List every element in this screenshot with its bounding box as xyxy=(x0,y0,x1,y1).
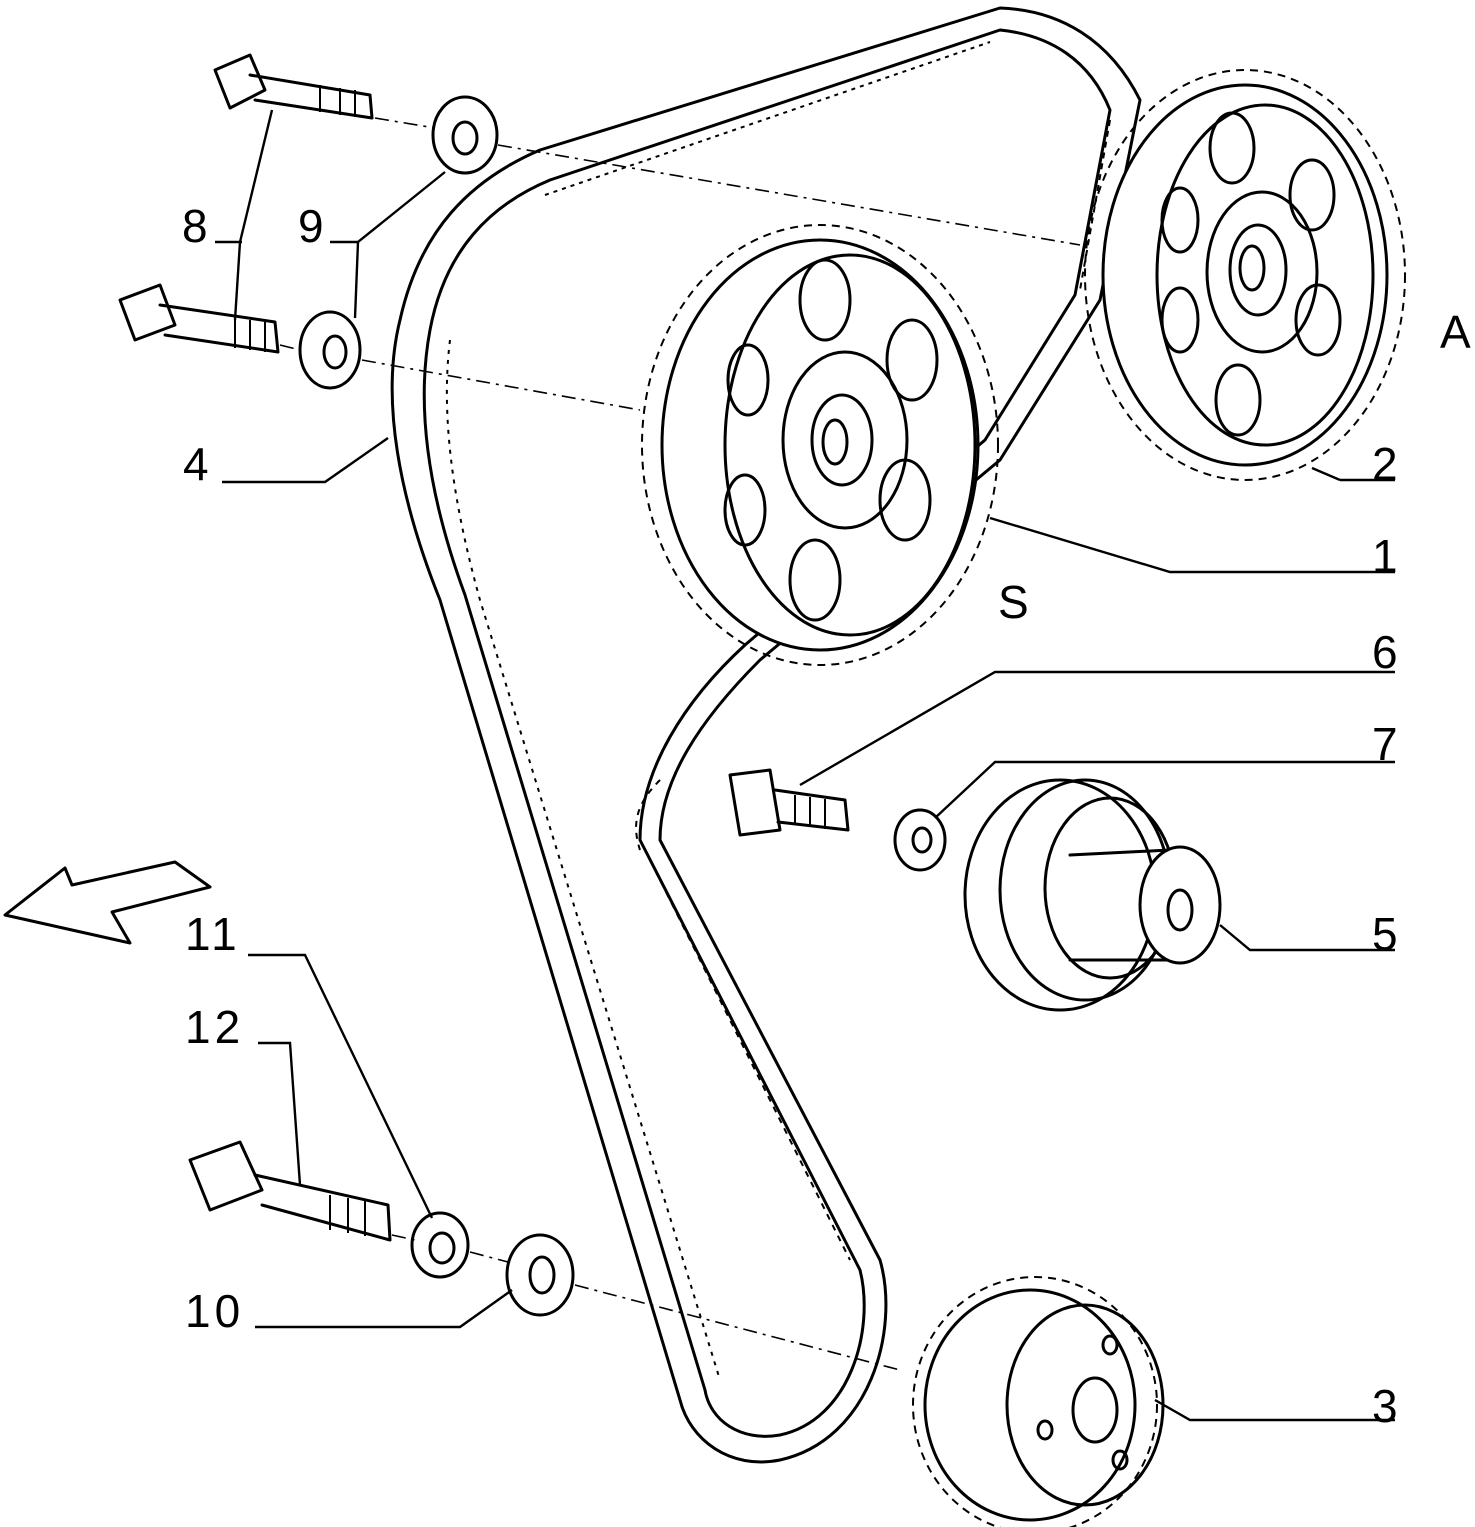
camshaft-pulley-bolt-upper xyxy=(213,53,374,120)
label-part-4: 4 xyxy=(183,438,213,490)
crankshaft-pulley-bolt xyxy=(188,1140,392,1242)
label-part-7: 7 xyxy=(1372,718,1402,770)
tensioner-bolt xyxy=(728,768,850,837)
timing-belt xyxy=(390,6,1142,1464)
crankshaft-lock-washer xyxy=(410,1211,470,1279)
label-part-2: 2 xyxy=(1372,438,1402,490)
camshaft-pulley-washer-lower xyxy=(298,310,362,390)
label-part-12: 12 xyxy=(185,1001,244,1053)
belt-tensioner xyxy=(963,778,1222,1012)
label-part-8: 8 xyxy=(182,200,212,252)
camshaft-pulley-washer-upper xyxy=(431,95,499,175)
label-part-1: 1 xyxy=(1372,530,1402,582)
label-view-a: A xyxy=(1440,306,1475,358)
label-part-10: 10 xyxy=(185,1285,244,1337)
rotation-direction-arrow xyxy=(3,860,212,945)
crankshaft-washer xyxy=(505,1233,575,1317)
label-part-5: 5 xyxy=(1372,908,1402,960)
crankshaft-pulley xyxy=(912,1276,1165,1527)
label-part-11: 11 xyxy=(185,908,241,960)
camshaft-pulley-bolt-lower xyxy=(118,283,280,354)
label-view-s: S xyxy=(998,576,1033,628)
label-part-6: 6 xyxy=(1372,626,1402,678)
label-part-9: 9 xyxy=(298,200,328,252)
label-part-3: 3 xyxy=(1372,1380,1402,1432)
tensioner-washer xyxy=(893,808,947,872)
leader-lines xyxy=(215,109,1395,1422)
camshaft-pulley-intake xyxy=(641,224,999,666)
camshaft-pulley-exhaust xyxy=(1084,69,1406,481)
assembly-axes xyxy=(279,117,1081,1371)
